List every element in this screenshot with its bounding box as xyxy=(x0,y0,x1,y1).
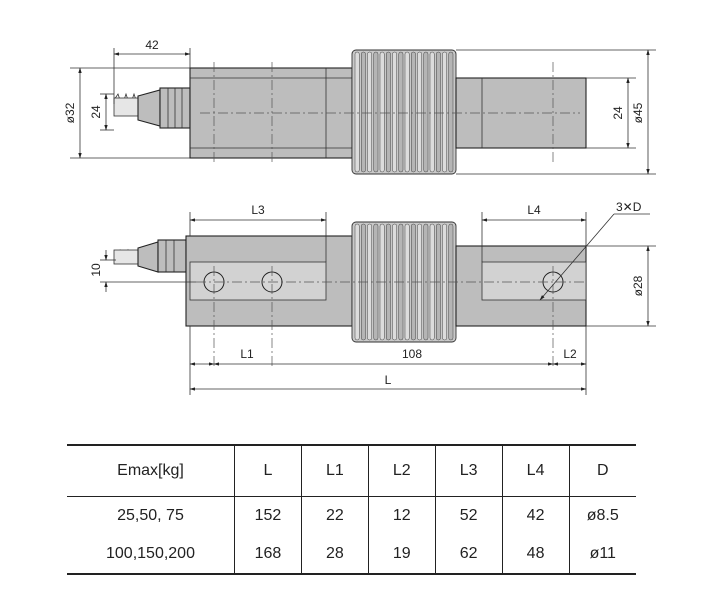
dim-d32-label: ø32 xyxy=(63,102,77,123)
dim-L1-label: L1 xyxy=(240,347,254,361)
dim-24-left-label: 24 xyxy=(89,105,103,119)
bellow-rib xyxy=(436,51,441,173)
header-D: D xyxy=(568,444,636,497)
bellow-rib xyxy=(417,51,422,173)
dim-L2-label: L2 xyxy=(563,347,577,361)
table-cell: 22 xyxy=(300,496,369,535)
dim-L3-label: L3 xyxy=(251,203,265,217)
header-emax: Emax[kg] xyxy=(67,444,235,497)
bellow-rib xyxy=(367,51,372,173)
table-cell: 28 xyxy=(300,535,369,575)
table-cell: 52 xyxy=(434,496,503,535)
bellow-rib xyxy=(392,51,397,173)
header-L1: L1 xyxy=(300,444,369,497)
cable-gland-top xyxy=(113,87,191,129)
table-header-row: Emax[kg] L L1 L2 L3 L4 D xyxy=(67,444,636,497)
top-view: 42 ø32 24 24 ø45 xyxy=(63,38,656,175)
dim-24-right-label: 24 xyxy=(611,106,625,120)
dim-L4-label: L4 xyxy=(527,203,541,217)
technical-drawing: 42 ø32 24 24 ø45 xyxy=(63,38,656,395)
top-left-body xyxy=(189,67,353,159)
dim-42-label: 42 xyxy=(145,38,159,52)
table-row: 100,150,200 168 28 19 62 48 ø11 xyxy=(67,535,636,575)
top-bellows xyxy=(351,49,457,175)
bellow-rib xyxy=(442,51,447,173)
bellow-rib xyxy=(373,51,379,173)
table-cell: 62 xyxy=(434,535,503,575)
table-cell: 25,50, 75 xyxy=(117,507,184,524)
bellow-rib xyxy=(404,51,410,173)
bellow-rib xyxy=(361,51,366,173)
bellow-rib xyxy=(411,51,416,173)
bellow-rib xyxy=(423,51,429,173)
bellow-rib xyxy=(379,51,385,173)
dim-d45-label: ø45 xyxy=(631,102,645,123)
bellow-rib xyxy=(429,51,435,173)
bellow-rib xyxy=(398,51,404,173)
header-L: L xyxy=(234,444,302,497)
dim-3xD-label: 3✕D xyxy=(616,200,642,214)
dim-108-label: 108 xyxy=(402,347,422,361)
table-cell: 100,150,200 xyxy=(67,535,235,575)
bellow-rib xyxy=(354,51,360,173)
bellow-rib xyxy=(386,51,391,173)
table-cell: 48 xyxy=(501,535,570,575)
table-cell: 168 xyxy=(234,535,302,575)
bellow-rib xyxy=(448,51,454,173)
table-cell: 42 xyxy=(501,496,570,535)
header-L4: L4 xyxy=(501,444,570,497)
dim-d28-label: ø28 xyxy=(631,275,645,296)
table-cell: ø8.5 xyxy=(568,496,636,535)
table-cell: 12 xyxy=(367,496,436,535)
header-L2: L2 xyxy=(367,444,436,497)
table-cell: 19 xyxy=(367,535,436,575)
front-view: L3 L4 3✕D 10 ø28 L1 108 L2 L xyxy=(89,200,656,395)
dim-10-label: 10 xyxy=(89,263,103,277)
cable-gland-front xyxy=(113,239,187,273)
table-cell: ø11 xyxy=(568,535,636,575)
dim-L-label: L xyxy=(385,373,392,387)
dimension-table: Emax[kg] L L1 L2 L3 L4 D 25,50, 75 152 2… xyxy=(67,444,636,575)
header-L3: L3 xyxy=(434,444,503,497)
table-cell: 152 xyxy=(234,496,302,535)
table-row: 25,50, 75 152 22 12 52 42 ø8.5 xyxy=(67,496,636,535)
